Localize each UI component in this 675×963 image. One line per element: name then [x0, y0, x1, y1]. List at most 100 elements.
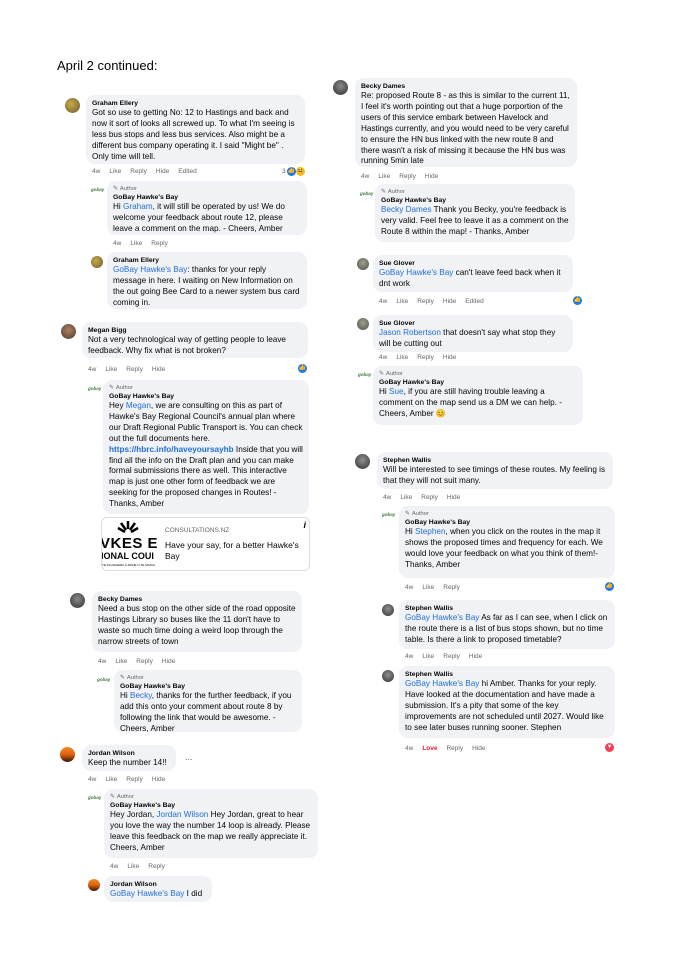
timestamp[interactable]: 4w	[92, 168, 101, 175]
mention-link[interactable]: GoBay Hawke's Bay	[110, 889, 185, 898]
commenter-name[interactable]: Jordan Wilson	[88, 750, 135, 757]
love-reaction-icon[interactable]: ♥	[605, 743, 614, 752]
love-button[interactable]: Love	[422, 745, 438, 752]
timestamp[interactable]: 4w	[361, 173, 370, 180]
like-button[interactable]: Like	[105, 776, 118, 783]
hide-button[interactable]: Hide	[424, 173, 439, 180]
mention-link[interactable]: Sue	[389, 387, 404, 396]
commenter-name[interactable]: Stephen Wallis	[383, 457, 432, 464]
external-link[interactable]: https://hbrc.info/haveyoursayhb	[109, 444, 234, 454]
reply-button[interactable]: Reply	[148, 863, 165, 870]
like-button[interactable]: Like	[127, 863, 140, 870]
reply-button[interactable]: Reply	[126, 366, 143, 373]
like-button[interactable]: Like	[422, 653, 435, 660]
timestamp[interactable]: 4w	[405, 584, 414, 591]
hide-button[interactable]: Hide	[151, 366, 166, 373]
reply-button[interactable]: Reply	[446, 745, 464, 752]
avatar[interactable]	[88, 879, 100, 891]
like-button[interactable]: Like	[400, 494, 413, 501]
commenter-name[interactable]: Megan Bigg	[88, 327, 127, 334]
reply-button[interactable]: Reply	[443, 584, 460, 591]
timestamp[interactable]: 4w	[98, 658, 107, 665]
mention-link[interactable]: GoBay Hawke's Bay	[405, 679, 480, 688]
commenter-name[interactable]: GoBay Hawke's Bay	[109, 393, 175, 400]
commenter-name[interactable]: Becky Dames	[98, 596, 143, 603]
timestamp[interactable]: 4w	[405, 745, 414, 752]
commenter-name[interactable]: Sue Glover	[379, 260, 415, 267]
like-button[interactable]: Like	[396, 298, 409, 305]
commenter-name[interactable]: GoBay Hawke's Bay	[120, 683, 186, 690]
commenter-name[interactable]: Jordan Wilson	[110, 881, 157, 888]
mention-link[interactable]: Jordan Wilson	[156, 810, 209, 819]
reaction-count[interactable]: 3	[282, 168, 286, 175]
avatar[interactable]	[61, 324, 76, 339]
timestamp[interactable]: 4w	[405, 653, 414, 660]
reply-button[interactable]: Reply	[417, 354, 434, 361]
timestamp[interactable]: 4w	[379, 354, 388, 361]
like-reaction-icon[interactable]: 👍	[298, 364, 307, 373]
commenter-name[interactable]: Graham Ellery	[92, 100, 139, 107]
mention-link[interactable]: Graham	[123, 202, 153, 211]
like-button[interactable]: Like	[109, 168, 122, 175]
commenter-name[interactable]: Graham Ellery	[113, 257, 160, 264]
mention-link[interactable]: GoBay Hawke's Bay	[113, 265, 188, 274]
reply-button[interactable]: Reply	[136, 658, 153, 665]
commenter-name[interactable]: GoBay Hawke's Bay	[381, 197, 447, 204]
hide-button[interactable]: Hide	[472, 745, 486, 752]
reply-button[interactable]: Reply	[443, 653, 460, 660]
hide-button[interactable]: Hide	[442, 298, 457, 305]
commenter-name[interactable]: GoBay Hawke's Bay	[379, 379, 445, 386]
mention-link[interactable]: GoBay Hawke's Bay	[379, 268, 454, 277]
avatar[interactable]	[60, 747, 75, 762]
hide-button[interactable]: Hide	[446, 494, 461, 501]
commenter-name[interactable]: GoBay Hawke's Bay	[113, 194, 179, 201]
preview-title[interactable]: Have your say, for a better Hawke's Bay	[165, 540, 299, 561]
reply-button[interactable]: Reply	[399, 173, 416, 180]
commenter-name[interactable]: Stephen Wallis	[405, 671, 454, 678]
avatar[interactable]	[91, 256, 103, 268]
avatar[interactable]	[65, 98, 80, 113]
reply-button[interactable]: Reply	[126, 776, 143, 783]
more-options-icon[interactable]: ...	[185, 752, 193, 762]
like-button[interactable]: Like	[130, 240, 143, 247]
reply-button[interactable]: Reply	[151, 240, 168, 247]
reply-button[interactable]: Reply	[130, 168, 147, 175]
timestamp[interactable]: 4w	[379, 298, 388, 305]
mention-link[interactable]: GoBay Hawke's Bay	[405, 613, 480, 622]
reply-button[interactable]: Reply	[417, 298, 434, 305]
mention-link[interactable]: Becky Dames	[381, 205, 432, 214]
like-button[interactable]: Like	[115, 658, 128, 665]
avatar[interactable]	[382, 670, 394, 682]
mention-link[interactable]: Becky	[130, 691, 152, 700]
like-button[interactable]: Like	[396, 354, 409, 361]
timestamp[interactable]: 4w	[113, 240, 122, 247]
hide-button[interactable]: Hide	[468, 653, 483, 660]
commenter-name[interactable]: Sue Glover	[379, 320, 415, 327]
like-reaction-icon[interactable]: 👍	[573, 296, 582, 305]
commenter-name[interactable]: GoBay Hawke's Bay	[405, 519, 471, 526]
avatar[interactable]	[357, 318, 369, 330]
mention-link[interactable]: Stephen	[415, 527, 446, 536]
avatar[interactable]	[357, 258, 369, 270]
reply-button[interactable]: Reply	[421, 494, 438, 501]
like-reaction-icon[interactable]: 👍	[605, 582, 614, 591]
hide-button[interactable]: Hide	[442, 354, 457, 361]
info-icon[interactable]: i	[303, 520, 306, 530]
mention-link[interactable]: Jason Robertson	[379, 328, 441, 337]
avatar[interactable]	[382, 604, 394, 616]
link-preview-card[interactable]: VKES E IONAL COUI TE KAUNIHERA Ā-ROHE O …	[101, 517, 310, 571]
commenter-name[interactable]: GoBay Hawke's Bay	[110, 802, 176, 809]
timestamp[interactable]: 4w	[383, 494, 392, 501]
mention-link[interactable]: Megan	[125, 401, 151, 410]
hide-button[interactable]: Hide	[155, 168, 170, 175]
timestamp[interactable]: 4w	[88, 366, 97, 373]
like-button[interactable]: Like	[105, 366, 118, 373]
like-button[interactable]: Like	[422, 584, 435, 591]
timestamp[interactable]: 4w	[88, 776, 97, 783]
timestamp[interactable]: 4w	[110, 863, 119, 870]
avatar[interactable]	[355, 454, 370, 469]
commenter-name[interactable]: Becky Dames	[361, 83, 406, 90]
avatar[interactable]	[70, 593, 85, 608]
hide-button[interactable]: Hide	[161, 658, 176, 665]
commenter-name[interactable]: Stephen Wallis	[405, 605, 454, 612]
